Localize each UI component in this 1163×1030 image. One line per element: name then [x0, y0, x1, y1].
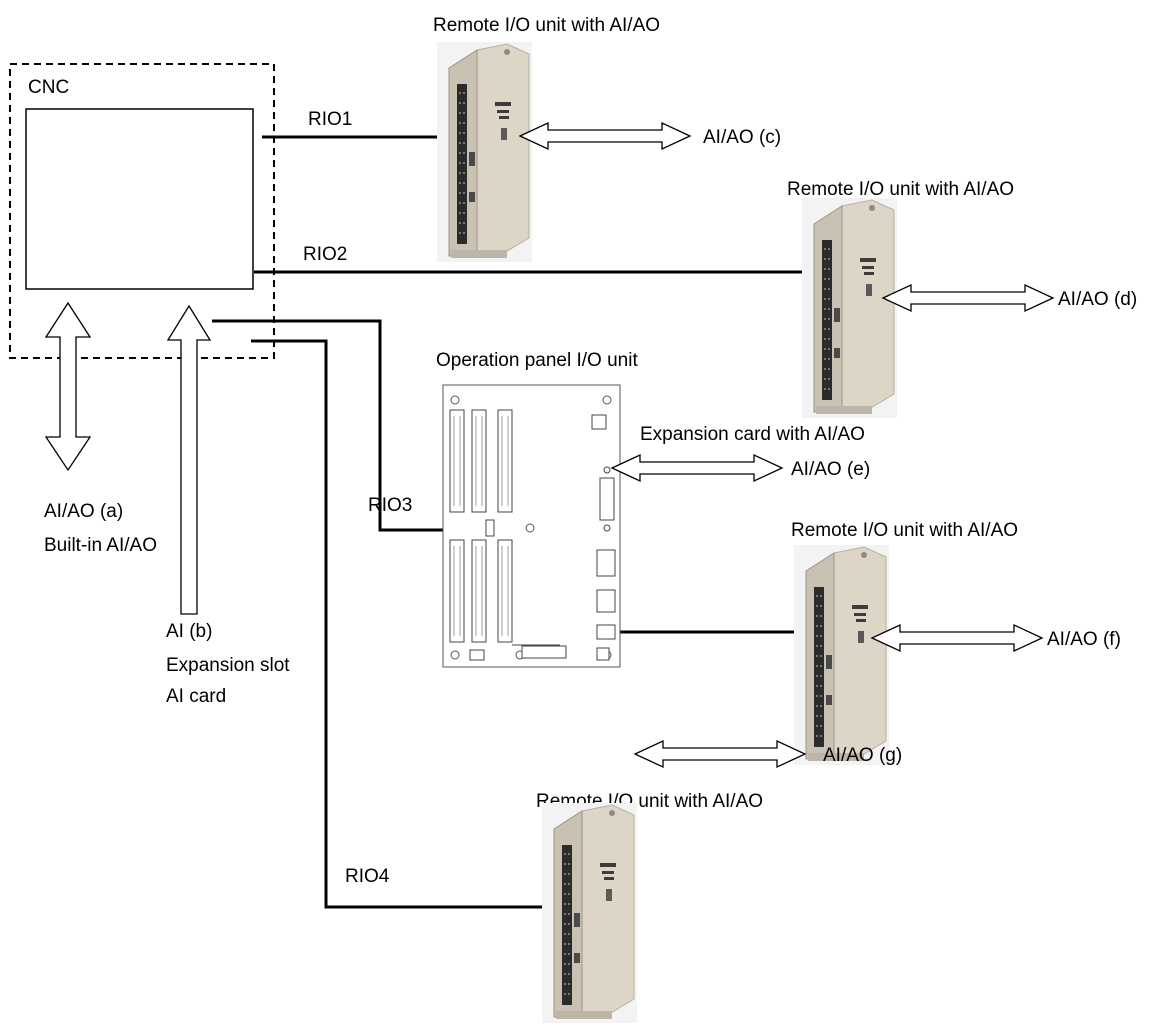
unit-c-module [437, 42, 532, 262]
rio4-label: RIO4 [345, 866, 390, 887]
panel-title: Operation panel I/O unit [436, 350, 638, 371]
expansion-slot-ai-label: AI (b) [166, 621, 212, 642]
rio3-line [212, 321, 455, 530]
cnc-unit-box [26, 109, 253, 289]
unit-f-module [794, 545, 889, 765]
unit-d-title: Remote I/O unit with AI/AO [787, 179, 1014, 200]
expansion-slot-caption-2: AI card [166, 686, 226, 707]
expansion-card-title: Expansion card with AI/AO [640, 424, 865, 445]
panel-io-arrow [612, 455, 782, 481]
cnc-label: CNC [28, 77, 69, 98]
expansion-slot-caption-1: Expansion slot [166, 655, 290, 676]
unit-d-io-label: AI/AO (d) [1058, 289, 1137, 310]
rio1-label: RIO1 [308, 109, 352, 130]
unit-c-io-label: AI/AO (c) [703, 127, 781, 148]
unit-g-io-label: AI/AO (g) [823, 745, 902, 766]
unit-c-io-arrow [520, 123, 690, 149]
unit-d-io-arrow [883, 285, 1053, 311]
unit-g-module [542, 803, 637, 1023]
unit-g-io-arrow [635, 741, 805, 767]
unit-f-title: Remote I/O unit with AI/AO [791, 520, 1018, 541]
expansion-slot-ai-arrow [168, 306, 210, 614]
panel-io-label: AI/AO (e) [791, 459, 870, 480]
unit-c-title: Remote I/O unit with AI/AO [433, 15, 660, 36]
builtin-aiao-arrow [46, 303, 90, 470]
unit-d-module [802, 198, 897, 418]
operation-panel-board [443, 385, 620, 667]
rio3-label: RIO3 [368, 495, 412, 516]
unit-f-io-label: AI/AO (f) [1047, 629, 1121, 650]
builtin-aiao-caption: Built-in AI/AO [44, 535, 157, 556]
unit-f-io-arrow [872, 625, 1042, 651]
rio2-label: RIO2 [303, 244, 347, 265]
builtin-aiao-label: AI/AO (a) [44, 501, 123, 522]
cnc-block: CNC [10, 64, 274, 358]
